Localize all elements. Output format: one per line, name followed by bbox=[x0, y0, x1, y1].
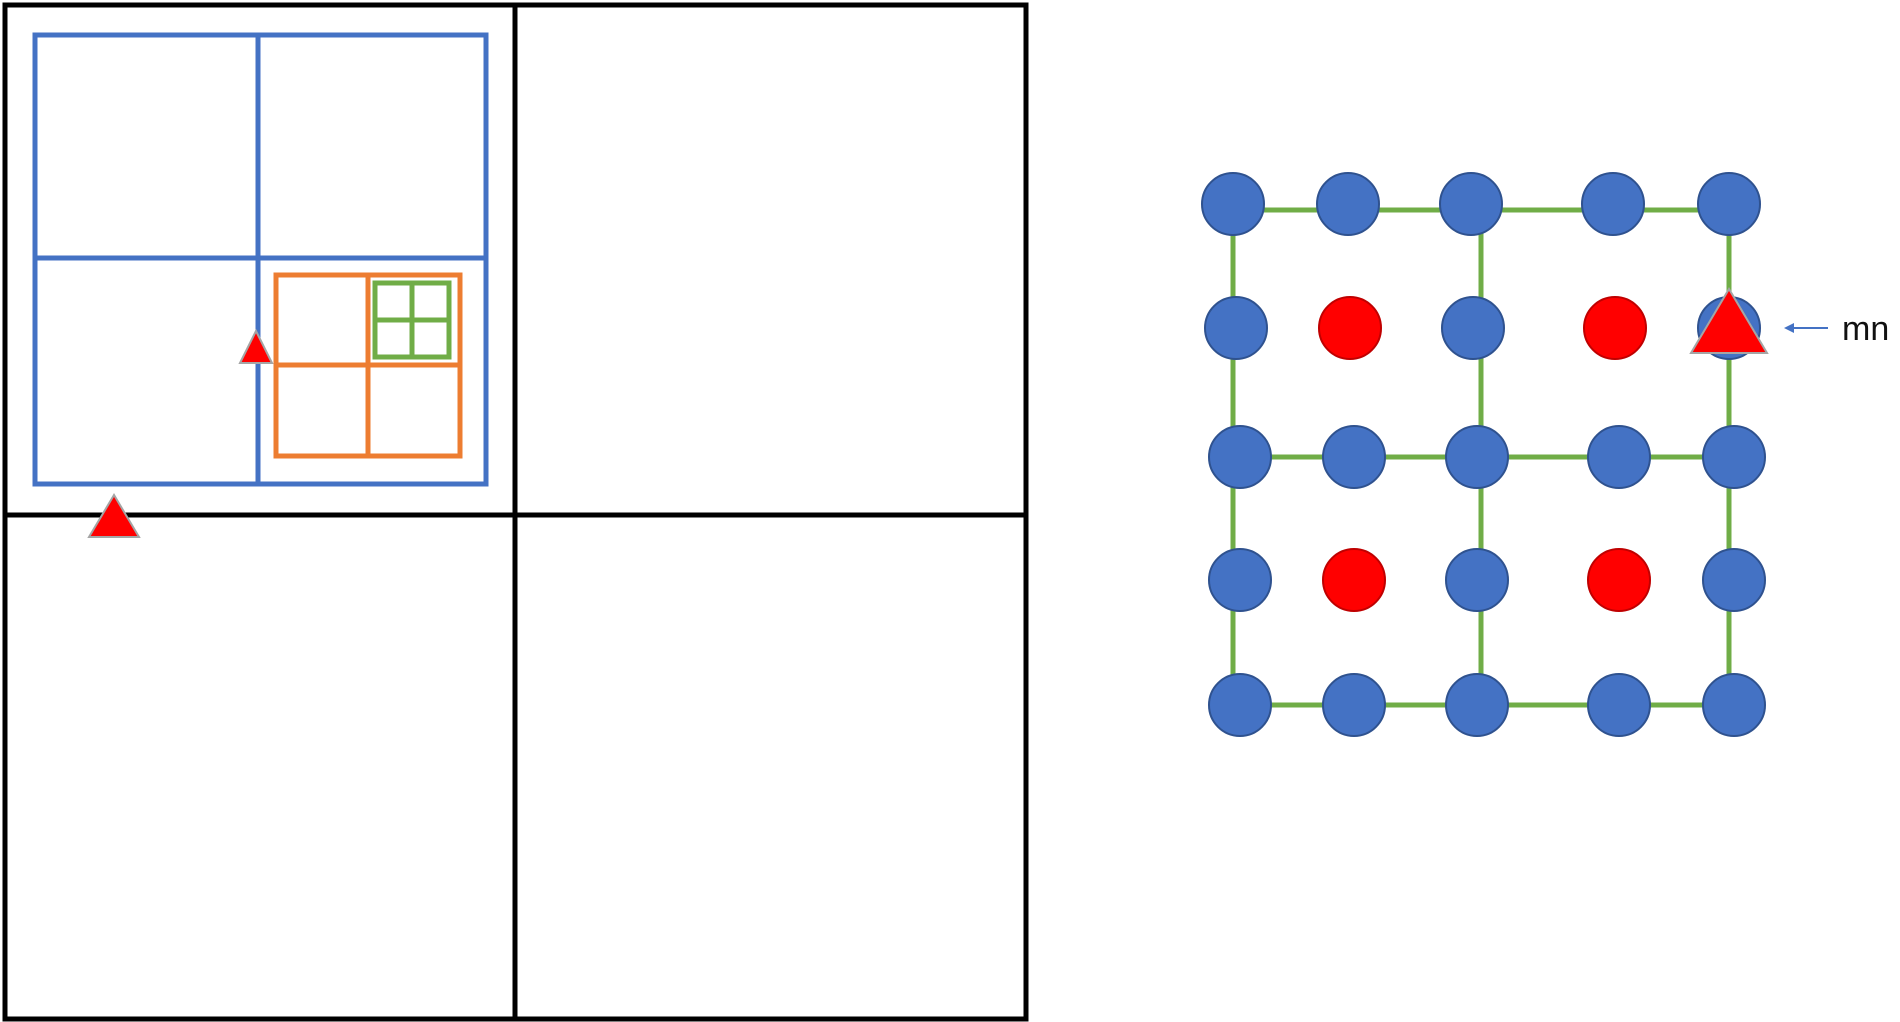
arrow-head bbox=[1784, 323, 1794, 333]
node-blue bbox=[1322, 425, 1386, 489]
node-blue bbox=[1702, 673, 1766, 737]
root-grid bbox=[2, 2, 1029, 1022]
large-triangle-marker bbox=[87, 493, 141, 538]
node-red bbox=[1322, 548, 1386, 612]
quadtree-panel bbox=[2, 2, 1029, 1022]
level3-grid bbox=[372, 280, 452, 360]
node-red bbox=[1587, 548, 1651, 612]
node-triangle-marker bbox=[1689, 287, 1769, 354]
mesh-panel: mn bbox=[1201, 172, 1889, 737]
level2-grid bbox=[273, 272, 463, 459]
blue-nodes bbox=[1201, 172, 1766, 737]
annotation-label: mn bbox=[1842, 310, 1889, 348]
node-blue bbox=[1445, 548, 1509, 612]
annotation-arrow bbox=[1784, 323, 1828, 333]
node-red bbox=[1583, 296, 1647, 360]
node-blue bbox=[1201, 172, 1265, 236]
node-blue bbox=[1316, 172, 1380, 236]
node-blue bbox=[1322, 673, 1386, 737]
node-blue bbox=[1208, 673, 1272, 737]
node-blue bbox=[1208, 548, 1272, 612]
node-blue bbox=[1445, 425, 1509, 489]
node-blue bbox=[1439, 172, 1503, 236]
node-blue bbox=[1204, 296, 1268, 360]
node-blue bbox=[1702, 425, 1766, 489]
node-blue bbox=[1445, 673, 1509, 737]
node-blue bbox=[1587, 425, 1651, 489]
node-blue bbox=[1702, 548, 1766, 612]
node-blue bbox=[1208, 425, 1272, 489]
level1-grid bbox=[32, 32, 489, 487]
small-triangle-marker bbox=[238, 328, 274, 364]
node-blue bbox=[1697, 172, 1761, 236]
node-blue bbox=[1581, 172, 1645, 236]
node-blue bbox=[1587, 673, 1651, 737]
red-nodes bbox=[1318, 296, 1651, 612]
node-blue bbox=[1441, 296, 1505, 360]
node-red bbox=[1318, 296, 1382, 360]
